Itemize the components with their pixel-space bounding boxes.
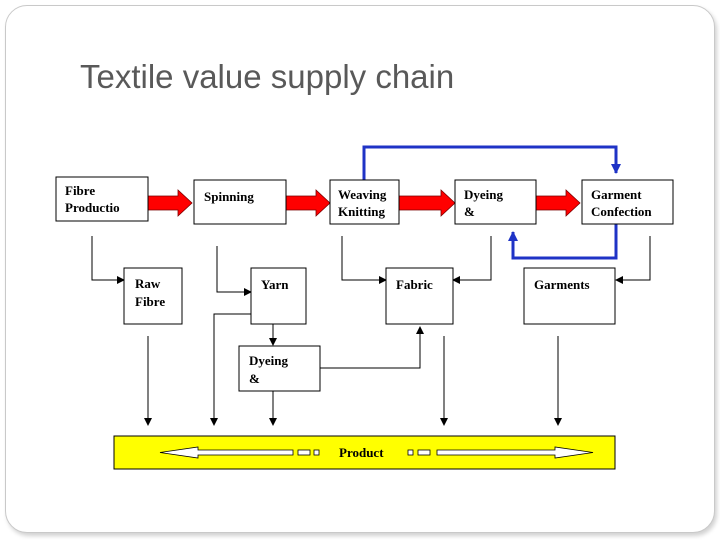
flow-arrow-2 bbox=[285, 189, 331, 217]
node-garments: Garments bbox=[523, 267, 616, 325]
node-label: Dyeing bbox=[249, 353, 289, 368]
flow-arrow-3 bbox=[398, 189, 456, 217]
node-label: Knitting bbox=[338, 204, 385, 219]
connector-dyeing-fabric-up bbox=[320, 326, 424, 369]
node-weaving-knitting: Weaving Knitting bbox=[329, 179, 400, 225]
node-label: Weaving bbox=[338, 187, 387, 202]
slide-title: Textile value supply chain bbox=[80, 58, 455, 95]
node-label: Dyeing bbox=[464, 187, 504, 202]
flow-arrow-1 bbox=[147, 189, 193, 217]
product-arrow-left bbox=[159, 446, 294, 459]
connector-garment-garments bbox=[615, 236, 651, 284]
node-garment-confection: Garment Confection bbox=[581, 179, 674, 225]
connector-weaving-fabric bbox=[341, 236, 387, 284]
connector-dyeing-fabric bbox=[452, 236, 492, 284]
connector-yarn-product bbox=[210, 313, 251, 426]
flow-arrow-4 bbox=[535, 189, 581, 217]
connector-fibre-rawfibre bbox=[91, 236, 125, 284]
node-spinning: Spinning bbox=[193, 179, 287, 225]
feedback-line-top bbox=[362, 145, 621, 180]
node-label: Garments bbox=[534, 277, 590, 292]
node-label: Garment bbox=[591, 187, 642, 202]
node-fabric: Fabric bbox=[385, 267, 454, 325]
product-arrow-right bbox=[436, 446, 594, 459]
node-raw-fibre: Raw Fibre bbox=[123, 267, 183, 325]
node-label: Yarn bbox=[261, 277, 289, 292]
product-dash bbox=[417, 449, 431, 456]
feedback-line-bottom bbox=[508, 224, 618, 260]
node-label: Productio bbox=[65, 200, 120, 215]
node-label: Confection bbox=[591, 204, 652, 219]
node-label: Spinning bbox=[204, 189, 254, 204]
product-dash bbox=[407, 449, 414, 456]
node-label: Raw bbox=[135, 276, 161, 291]
product-bar: Product bbox=[113, 435, 616, 470]
node-dyeing-top: Dyeing & bbox=[454, 179, 537, 225]
node-label: Fibre bbox=[135, 294, 165, 309]
product-label: Product bbox=[339, 445, 384, 460]
product-dash bbox=[313, 449, 320, 456]
connector-spinning-yarn bbox=[216, 246, 252, 296]
node-label: & bbox=[249, 371, 260, 386]
node-label: & bbox=[464, 204, 475, 219]
product-dash bbox=[297, 449, 311, 456]
node-fibre-production: Fibre Productio bbox=[55, 176, 149, 222]
node-label: Fabric bbox=[396, 277, 433, 292]
node-dyeing-bottom: Dyeing & bbox=[238, 345, 321, 392]
node-yarn: Yarn bbox=[250, 267, 307, 325]
node-label: Fibre bbox=[65, 183, 95, 198]
